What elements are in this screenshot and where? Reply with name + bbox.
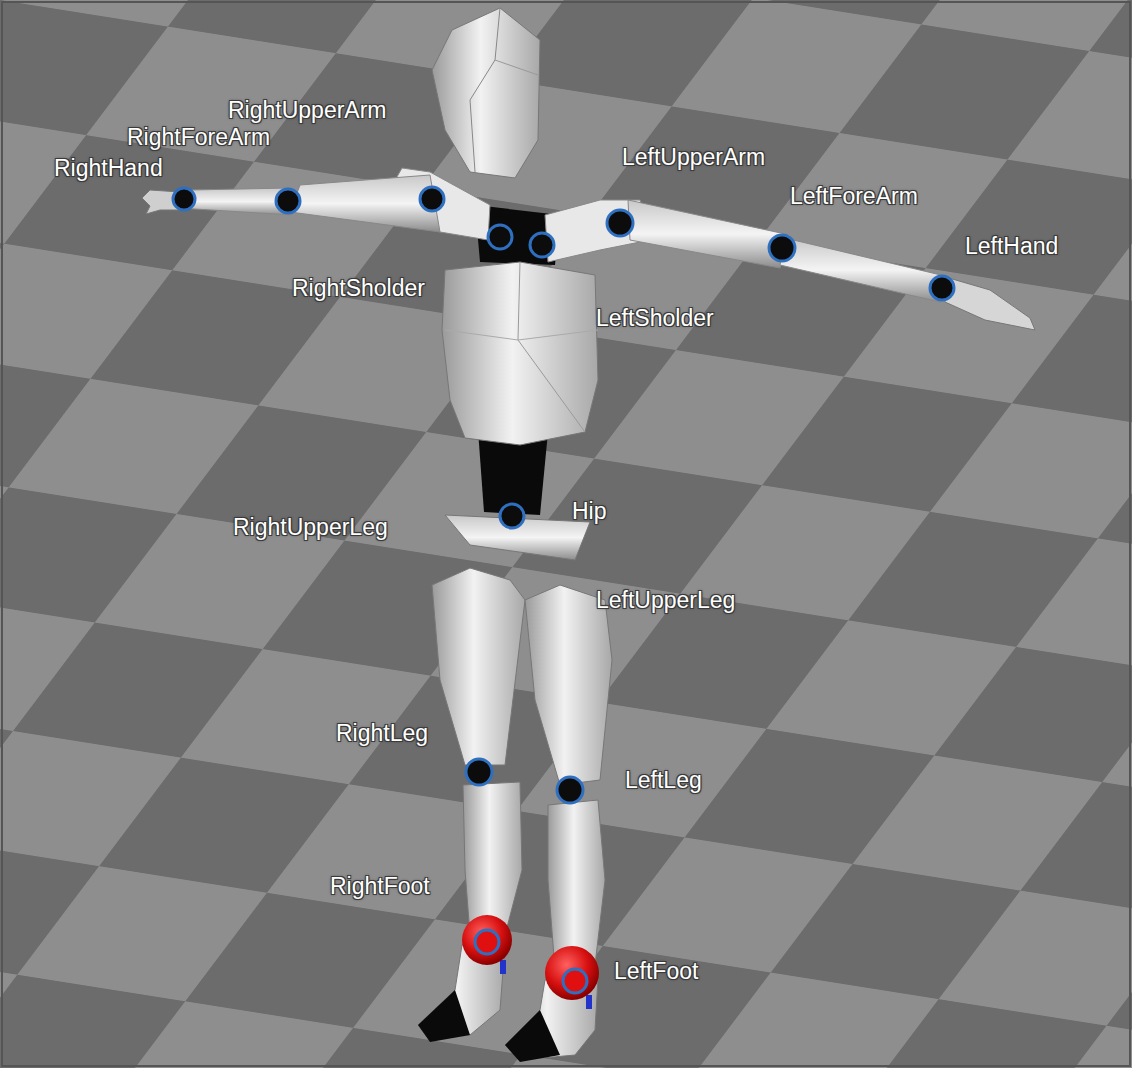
left-toe: [505, 1010, 560, 1062]
joint-marker: [276, 189, 300, 213]
chest: [442, 262, 598, 445]
joint-label: Hip: [572, 497, 607, 525]
joint-marker: [173, 188, 195, 210]
right-upper-arm: [290, 175, 440, 232]
joint-label: LeftHand: [965, 232, 1058, 260]
joint-label: RightHand: [54, 154, 163, 182]
joint-label: LeftForeArm: [790, 182, 918, 210]
joint-marker: [475, 930, 499, 954]
joint-label: RightLeg: [336, 719, 428, 747]
foot-sphere: [462, 915, 512, 965]
joint-label: RightForeArm: [127, 123, 270, 151]
joint-label: LeftFoot: [614, 957, 698, 985]
joint-label: RightUpperLeg: [233, 513, 388, 541]
foot-axis: [500, 960, 506, 974]
joint-label: RightFoot: [330, 872, 430, 900]
joint-label: LeftLeg: [625, 766, 702, 794]
joint-marker: [488, 225, 512, 249]
head-edge: [495, 60, 538, 75]
head: [432, 8, 540, 178]
joint-marker: [563, 969, 587, 993]
joint-marker: [557, 777, 583, 803]
joint-label: RightSholder: [292, 274, 425, 302]
left-upper-arm: [628, 200, 790, 268]
chest-edge: [445, 330, 598, 340]
joint-marker: [530, 233, 554, 257]
left-hand: [942, 276, 1035, 330]
right-thigh: [432, 568, 525, 765]
foot-sphere: [545, 946, 599, 1000]
right-toe: [418, 990, 470, 1042]
joint-marker: [607, 210, 633, 236]
left-shin: [548, 800, 605, 970]
left-forearm: [780, 238, 945, 302]
left-thigh: [525, 585, 612, 785]
joint-label: LeftUpperArm: [622, 143, 765, 171]
joint-marker: [466, 759, 492, 785]
joint-marker: [500, 504, 524, 528]
joint-marker: [930, 276, 954, 300]
right-shin: [463, 782, 522, 935]
joint-marker: [420, 187, 444, 211]
foot-axis: [586, 995, 592, 1009]
chest-edge: [518, 262, 585, 432]
joint-label: LeftUpperLeg: [596, 586, 735, 614]
joint-label: RightUpperArm: [228, 96, 387, 124]
joint-marker: [769, 235, 795, 261]
head-edge: [470, 8, 500, 172]
joint-label: LeftSholder: [596, 304, 714, 332]
